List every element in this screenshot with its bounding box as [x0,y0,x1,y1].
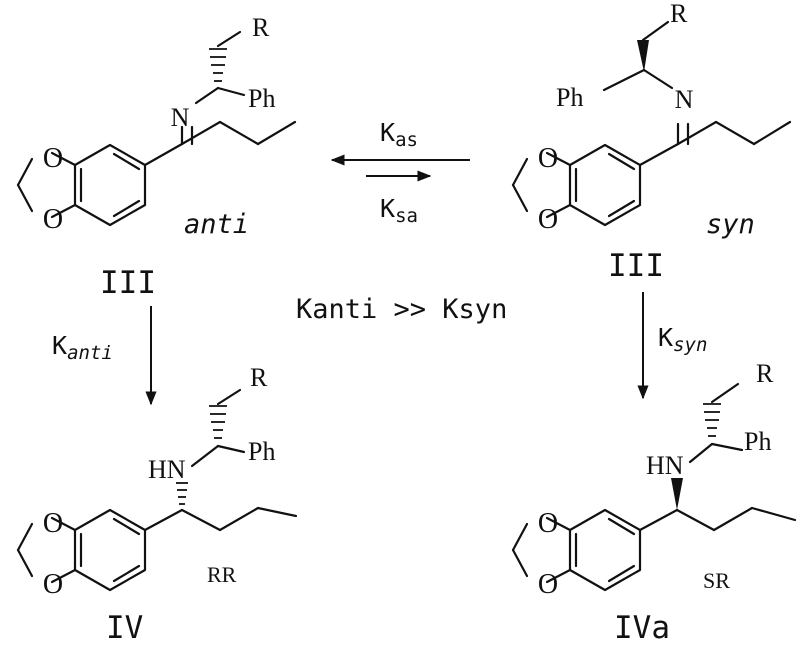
rr-amine-structure: O O HN R Ph RR IV [16,363,298,646]
compound-label-iva: IVa [614,610,670,646]
ring-oxygen-bottom: O [538,569,558,600]
anti-imine-structure: O O N R Ph anti III [16,13,297,301]
wedge-bond [637,40,649,72]
stereo-label-sr: SR [703,568,730,593]
reduction-arrows: Kanti Ksyn [52,292,707,406]
syn-imine-structure: O O N R Ph syn III [511,0,792,284]
k-syn-label: Ksyn [658,323,707,356]
imine-nitrogen: N [171,103,190,132]
rate-relation: Kanti >> Ksyn [296,294,507,325]
phenyl-label: Ph [556,83,583,112]
ring-oxygen-top: O [538,508,558,539]
compound-label-iv: IV [106,610,143,646]
compound-label-iii-syn: III [608,248,664,284]
substituent-r: R [250,363,268,392]
sr-amine-structure: O O HN R Ph SR IVa [511,359,797,646]
phenyl-label: Ph [744,427,771,456]
hashed-bond [176,482,188,505]
compound-label-iii-anti: III [100,265,156,301]
ring-oxygen-bottom: O [43,204,63,235]
substituent-r: R [252,13,270,42]
imine-nitrogen: N [675,85,694,114]
ring-oxygen-top: O [43,508,63,539]
ring-oxygen-top: O [538,143,558,174]
stereo-label-rr: RR [207,562,237,587]
ring-oxygen-top: O [43,143,63,174]
amine-nh-label: HN [646,451,684,480]
equilibrium-arrows: Kas Ksa [330,118,470,227]
k-anti-label: Kanti [52,331,113,364]
ring-oxygen-bottom: O [538,204,558,235]
phenyl-label: Ph [248,437,275,466]
substituent-r: R [670,0,688,28]
wedge-bond [671,478,683,510]
k-sa-label: Ksa [380,194,418,227]
ring-oxygen-bottom: O [43,569,63,600]
substituent-r: R [756,359,774,388]
amine-nh-label: HN [148,455,186,484]
anti-descriptor: anti [184,209,249,240]
k-as-label: Kas [380,118,418,151]
syn-descriptor: syn [706,209,755,240]
phenyl-label: Ph [248,84,275,113]
